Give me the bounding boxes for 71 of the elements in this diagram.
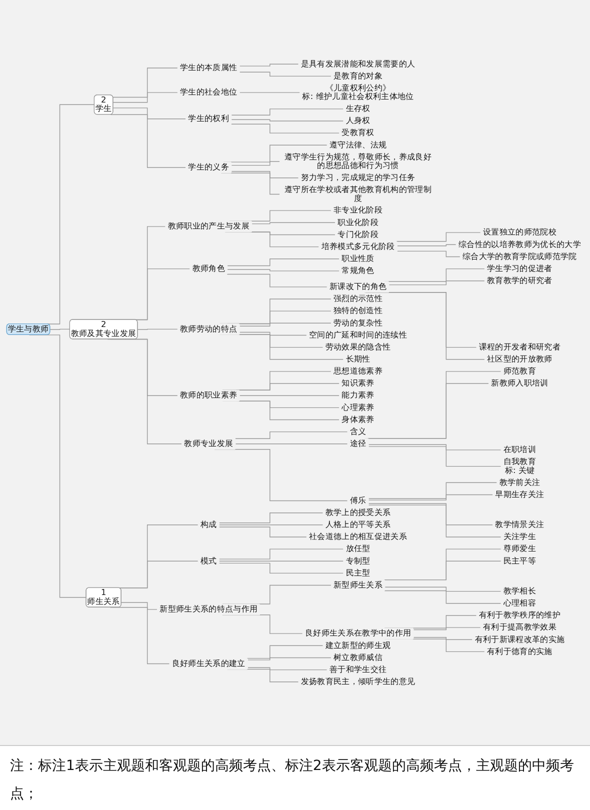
connector xyxy=(218,560,344,561)
connector xyxy=(218,548,344,559)
node-text: 傅乐 xyxy=(350,495,366,505)
connector xyxy=(112,107,186,119)
connector xyxy=(231,108,344,115)
node-text: 遵守学生行为规范，尊敬师长，养成良好的思想品德和行为习惯 xyxy=(284,152,432,170)
connector xyxy=(239,331,308,336)
connector xyxy=(396,244,456,246)
node-text: 有利于新课程改革的实施 xyxy=(474,634,565,644)
node-text: 教学前关注 xyxy=(499,477,540,487)
node-text: 《儿童权利公约》 标: 维护儿童社会权利主体地位 xyxy=(302,82,414,101)
connector xyxy=(231,123,340,133)
connector xyxy=(413,626,481,630)
connector xyxy=(218,524,324,525)
connector xyxy=(235,430,348,438)
connector xyxy=(247,656,332,660)
node-text: 有利于德育的实施 xyxy=(487,646,552,656)
connector xyxy=(368,482,498,498)
connector xyxy=(251,222,336,224)
connector xyxy=(112,67,178,98)
connector xyxy=(413,636,473,640)
node-text: 模式 xyxy=(200,556,217,566)
node-text: 民主型 xyxy=(346,568,370,578)
node-text: 身体素养 xyxy=(342,414,374,424)
node-text: 心理素养 xyxy=(342,402,374,412)
connector xyxy=(368,494,494,500)
node-text: 树立教师威信 xyxy=(334,652,383,662)
connector xyxy=(110,114,186,168)
connector xyxy=(28,334,87,598)
connector xyxy=(368,446,502,466)
node-text: 是具有发展潜能和发展需要的人 xyxy=(300,58,416,68)
node-text: 遵守法律、法规 xyxy=(329,140,387,150)
node-text: 早期生存关注 xyxy=(495,489,544,499)
connector xyxy=(231,118,344,121)
connector xyxy=(368,502,494,525)
node-text: 专制型 xyxy=(346,556,370,566)
connector xyxy=(235,443,348,444)
connector xyxy=(218,562,344,574)
node-text: 是教育的对象 xyxy=(334,70,383,80)
connector xyxy=(368,444,502,450)
node-text: 综合性的以培养教师为优长的大学 xyxy=(458,239,581,249)
connector xyxy=(231,170,299,178)
connector xyxy=(137,328,178,330)
connector xyxy=(247,666,328,670)
connector xyxy=(121,602,158,610)
connector xyxy=(226,273,328,287)
connector xyxy=(226,258,340,266)
connector xyxy=(112,92,178,102)
connector xyxy=(231,160,280,166)
connector xyxy=(384,590,502,604)
connector xyxy=(388,280,486,285)
node-text: 空间的广延和时间的连续性 xyxy=(309,330,408,340)
node-text: 综合大学的教育学院或师范学院 xyxy=(462,251,577,261)
node-text: 专门化阶段 xyxy=(338,229,378,239)
connector xyxy=(384,586,502,592)
connector xyxy=(368,504,502,537)
node-text: 职业化阶段 xyxy=(338,217,378,227)
node-text: 劳动的复杂性 xyxy=(334,318,383,328)
connector xyxy=(239,394,340,396)
connector xyxy=(218,526,308,537)
connector xyxy=(107,338,182,444)
connector xyxy=(50,328,70,330)
connector xyxy=(396,250,461,257)
connector xyxy=(218,512,324,523)
connector xyxy=(239,63,299,66)
node-text: 民主平等 xyxy=(503,556,536,566)
connector xyxy=(239,71,332,76)
connector xyxy=(226,268,340,271)
connector xyxy=(239,322,332,326)
node-text: 建立新型的师生观 xyxy=(325,640,391,650)
caption: 注：标注1表示主观题和客观题的高频考点、标注2表示客观题的高频考点，主观题的中频考点； xyxy=(9,757,575,804)
